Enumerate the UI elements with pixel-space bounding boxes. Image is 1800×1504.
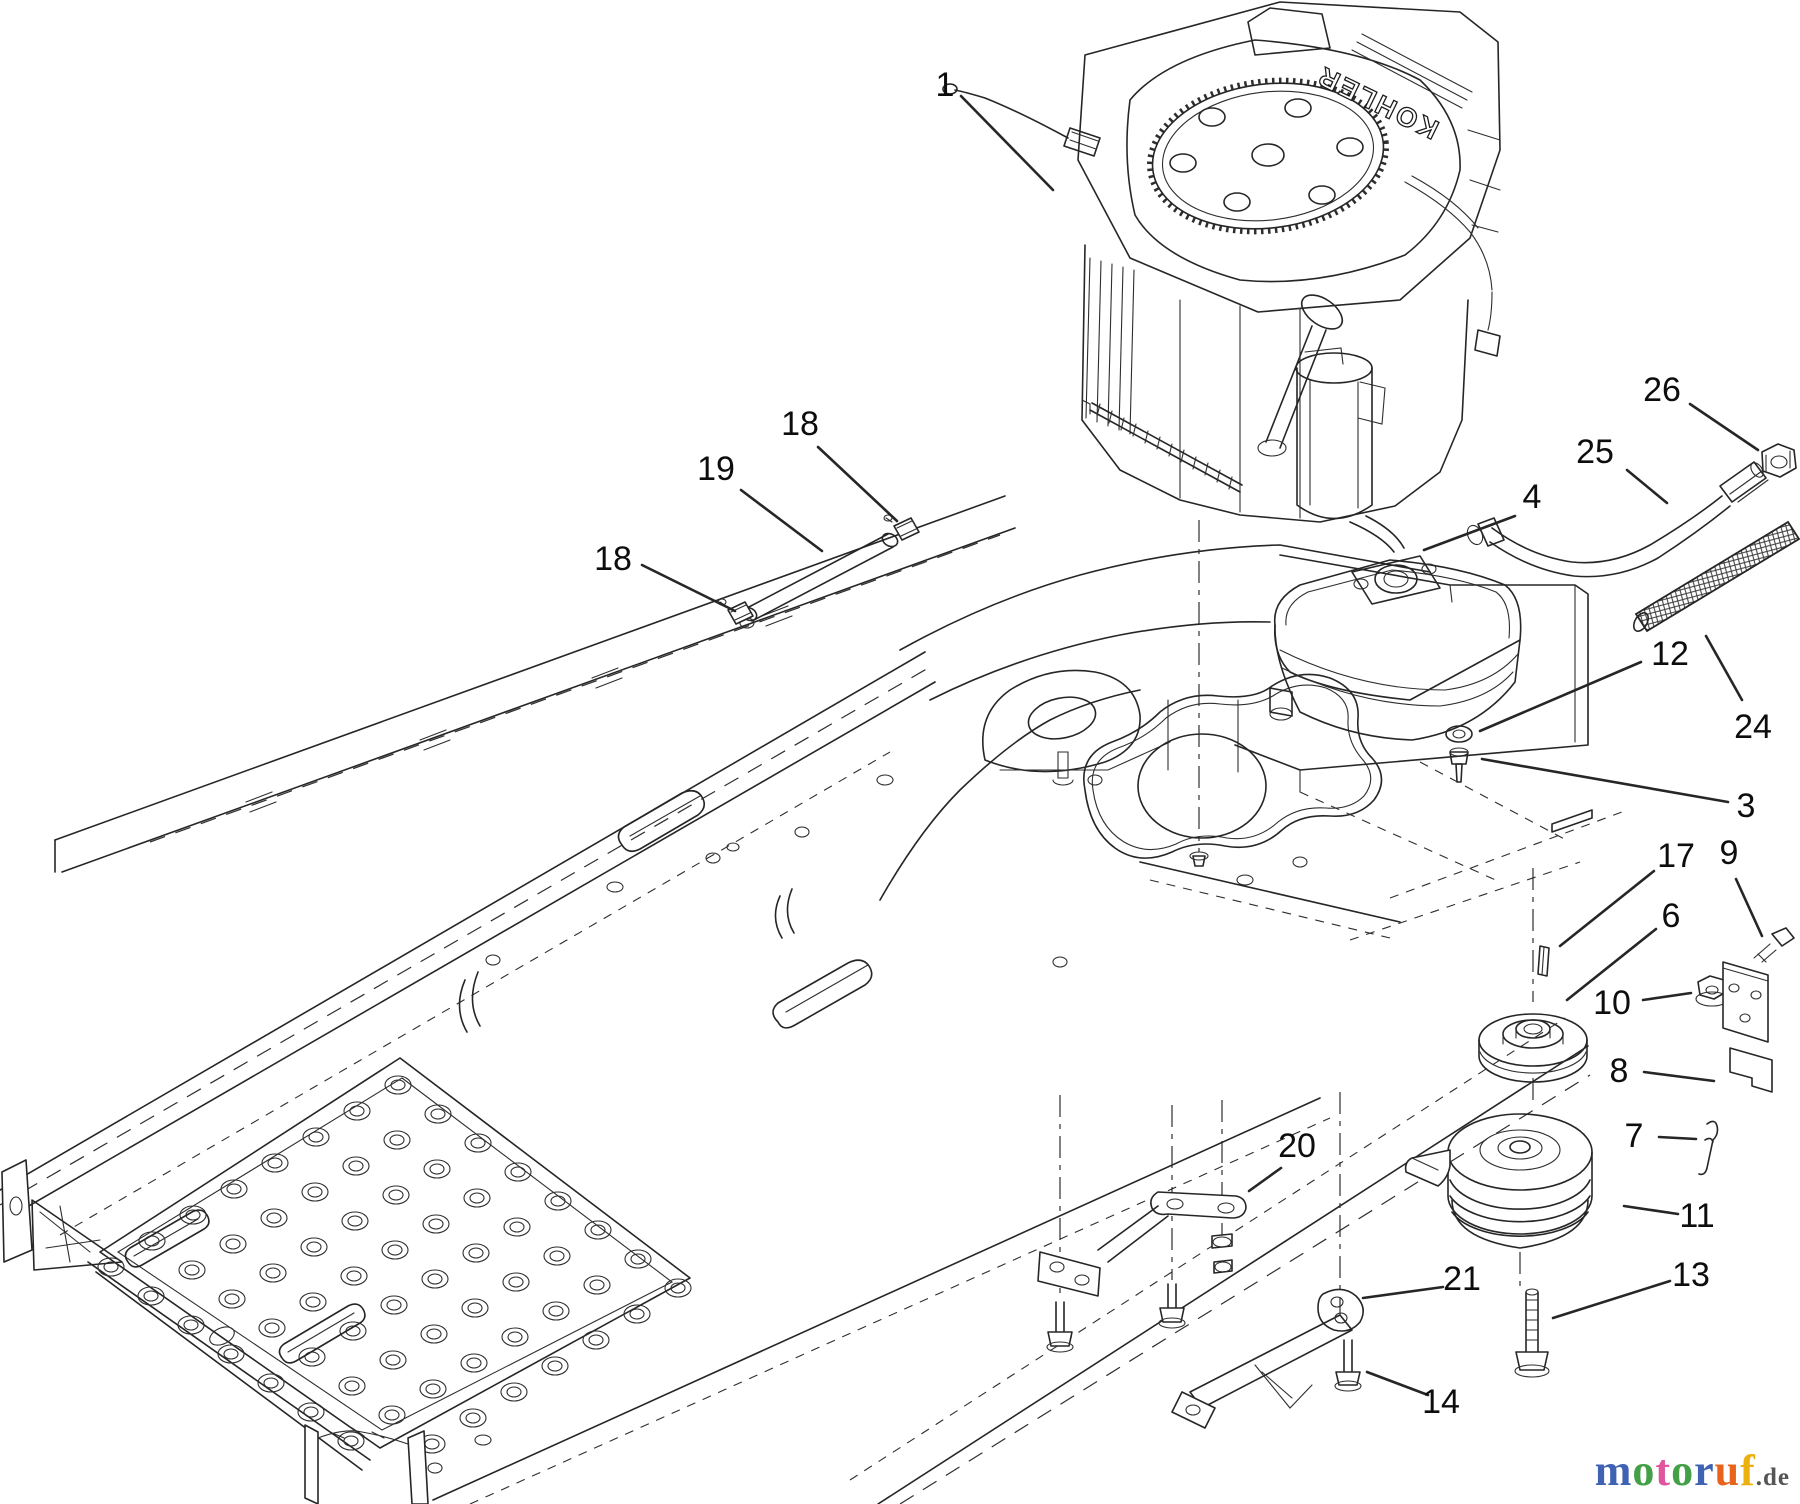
- idler-bracket-group: [1171, 1288, 1364, 1429]
- electric-clutch: [1404, 1113, 1593, 1249]
- engine-assembly: KOHLER: [942, 1, 1501, 553]
- part-callout-9: 9: [1720, 834, 1739, 872]
- leader-line-9: [1734, 877, 1764, 938]
- engine-brand-decal: KOHLER: [1311, 60, 1443, 145]
- fuel-line-assembly: [717, 514, 920, 625]
- pulley: [1478, 1013, 1588, 1083]
- part-callout-14: 14: [1422, 1383, 1460, 1421]
- part-callout-11: 11: [1679, 1197, 1714, 1235]
- leader-line-10: [1641, 991, 1693, 1002]
- front-mount-bracket-group: [1037, 1092, 1341, 1353]
- watermark-letter: o: [1671, 1446, 1695, 1495]
- carriage-bolts: [1046, 1233, 1233, 1353]
- clutch-group: [1404, 1113, 1719, 1378]
- leader-line-11: [1622, 1204, 1680, 1216]
- part-callout-4: 4: [1523, 478, 1542, 516]
- part-callout-26: 26: [1643, 371, 1681, 409]
- bracket-bolt: [1753, 927, 1795, 963]
- part-callout-12: 12: [1651, 635, 1689, 673]
- watermark-letter: m: [1594, 1446, 1633, 1495]
- part-callout-21: 21: [1443, 1260, 1481, 1298]
- part-callout-6: 6: [1662, 897, 1681, 935]
- leader-line-3: [1480, 757, 1730, 804]
- pulley-and-bracket-group: [1478, 868, 1795, 1106]
- leader-line-20: [1247, 1166, 1283, 1193]
- leader-line-7: [1657, 1135, 1698, 1141]
- part-callout-8: 8: [1610, 1052, 1629, 1090]
- leader-line-24: [1704, 634, 1744, 702]
- leader-line-18: [816, 445, 899, 523]
- hex-fitting: [1761, 443, 1797, 478]
- part-callout-24: 24: [1734, 708, 1772, 746]
- watermark-letter: f: [1740, 1446, 1756, 1495]
- watermark-letter: o: [1632, 1446, 1656, 1495]
- muffler-mount-hardware: [1445, 725, 1473, 783]
- part-callout-17: 17: [1657, 837, 1695, 875]
- part-callout-7: 7: [1625, 1117, 1644, 1155]
- hose-clamp-left: [717, 598, 754, 625]
- clutch-bolt: [1514, 1288, 1550, 1378]
- leader-line-6: [1565, 927, 1658, 1002]
- leader-line-21: [1361, 1285, 1445, 1300]
- leader-line-8: [1642, 1070, 1716, 1083]
- watermark-logo: motoruf.de: [1595, 1445, 1790, 1496]
- callout-layer: 1 18 19 18 4 25 26 24 12 3 17 9 6 10 8 7 11 13 21 14 20: [594, 66, 1772, 1421]
- watermark-letter: u: [1714, 1446, 1741, 1495]
- leader-line-14: [1365, 1370, 1430, 1397]
- muffler: [1269, 555, 1522, 741]
- mount-strap: [1037, 1191, 1247, 1297]
- leader-line-19: [739, 488, 824, 553]
- recoil-screen: [1147, 77, 1389, 235]
- watermark-letter: r: [1694, 1446, 1715, 1495]
- leader-line-1: [959, 94, 1055, 192]
- leader-line-26: [1688, 402, 1760, 452]
- leader-line-18: [640, 563, 737, 613]
- watermark-suffix: .de: [1755, 1464, 1790, 1491]
- oil-drain-hose: [1466, 443, 1797, 578]
- leader-line-4: [1422, 514, 1517, 552]
- leader-line-25: [1625, 468, 1669, 505]
- part-callout-3: 3: [1737, 787, 1756, 825]
- part-callout-19: 19: [697, 450, 735, 488]
- leader-line-13: [1551, 1279, 1672, 1320]
- part-callout-18: 18: [781, 405, 819, 443]
- mount-bracket: [1722, 961, 1773, 1093]
- part-callout-20: 20: [1278, 1127, 1316, 1165]
- leader-line-17: [1558, 869, 1656, 948]
- part-callout-13: 13: [1672, 1256, 1710, 1294]
- part-callout-1: 1: [936, 66, 955, 104]
- part-callout-10: 10: [1593, 984, 1631, 1022]
- hose-clamp-right: [883, 514, 920, 541]
- part-callout-25: 25: [1576, 433, 1614, 471]
- bracket-bolt-14: [1334, 1339, 1362, 1392]
- foot-plate: [87, 1057, 692, 1504]
- watermark-letter: t: [1655, 1446, 1672, 1495]
- leader-line-12: [1478, 660, 1643, 733]
- braided-sleeve: [1632, 520, 1800, 633]
- part-callout-18: 18: [594, 540, 632, 578]
